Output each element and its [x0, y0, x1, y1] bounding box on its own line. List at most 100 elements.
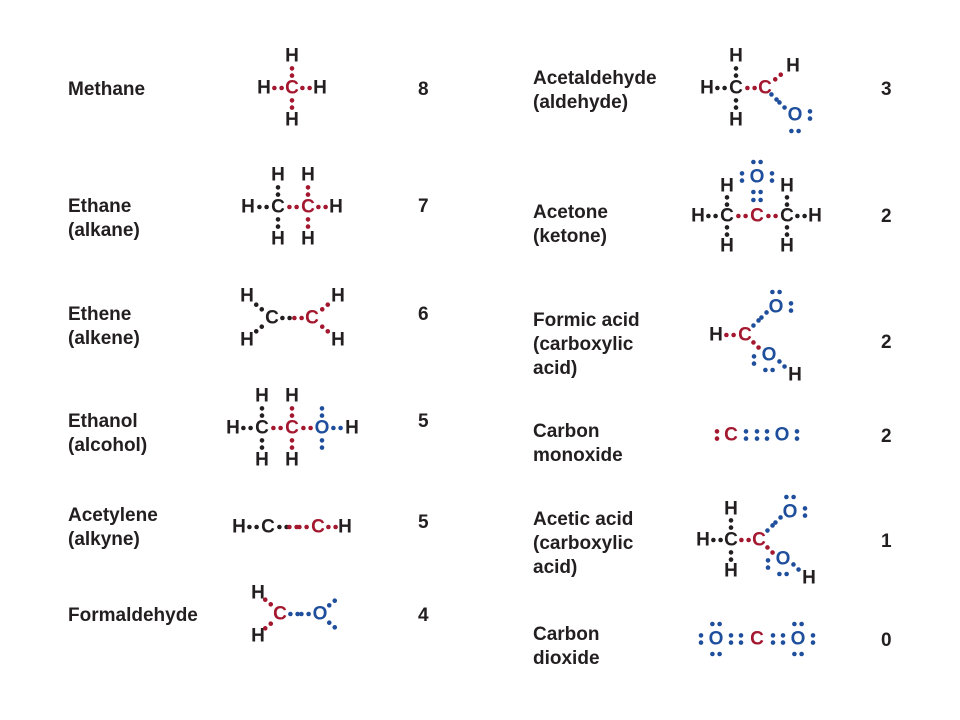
- electron-dot: [743, 429, 749, 434]
- electron-pair: [745, 85, 757, 91]
- electron-pair: [751, 318, 761, 328]
- hydrogen-atom: H: [271, 229, 285, 250]
- compound-name-line2: (alkyne): [68, 529, 140, 550]
- electron-pair: [319, 406, 325, 418]
- electron-dot: [777, 100, 782, 105]
- electron-pair: [788, 301, 794, 313]
- oxygen-atom: O: [750, 167, 765, 188]
- electron-dot: [713, 213, 718, 219]
- electron-pair: [728, 550, 734, 562]
- compound-value: 4: [418, 605, 429, 626]
- electron-pair: [326, 524, 338, 530]
- electron-dot: [733, 98, 739, 103]
- hydrogen-atom: H: [241, 197, 255, 218]
- electron-pair: [738, 633, 744, 645]
- electron-dot: [289, 73, 295, 78]
- electron-dot: [765, 565, 771, 570]
- electron-pair: [728, 633, 734, 645]
- electron-pair: [280, 315, 292, 321]
- electron-dot: [278, 425, 283, 431]
- electron-dot: [275, 192, 281, 197]
- compound-name-line3: acid): [533, 358, 577, 379]
- electron-dot: [724, 232, 730, 237]
- electron-dot: [289, 445, 295, 450]
- electron-pair: [794, 429, 800, 441]
- electron-dot: [780, 633, 786, 638]
- compound-name: Acetaldehyde: [533, 68, 657, 89]
- electron-dot: [810, 640, 816, 645]
- electron-dot: [784, 232, 790, 237]
- carbon-atom: C: [271, 197, 285, 218]
- electron-pair: [289, 438, 295, 450]
- electron-dot: [763, 367, 768, 373]
- electron-dot: [714, 436, 720, 441]
- compound-value: 5: [418, 411, 429, 432]
- hydrogen-atom: H: [271, 165, 285, 186]
- electron-pair: [802, 506, 808, 518]
- electron-dot: [799, 621, 804, 627]
- hydrogen-atom: H: [257, 78, 271, 99]
- electron-dot: [770, 523, 775, 528]
- electron-pair: [259, 406, 265, 418]
- carbon-atom: C: [285, 78, 299, 99]
- electron-dot: [332, 598, 338, 603]
- electron-dot: [319, 307, 325, 312]
- hydrogen-atom: H: [691, 206, 705, 227]
- compound-name: Formaldehyde: [68, 605, 198, 626]
- electron-dot: [325, 302, 331, 307]
- electron-dot: [275, 185, 281, 190]
- electron-dot: [736, 213, 741, 219]
- electron-pair: [275, 217, 281, 229]
- electron-dot: [778, 515, 783, 520]
- hydrogen-atom: H: [301, 229, 315, 250]
- row-acetaldehyde: Acetaldehyde (aldehyde) 3 H H C C H O H: [533, 46, 892, 134]
- electron-pair: [305, 217, 311, 229]
- electron-dot: [253, 329, 259, 334]
- electron-dot: [292, 315, 297, 321]
- acetaldehyde-structure: H H C C H O H: [700, 46, 813, 134]
- electron-dot: [332, 625, 338, 630]
- electron-dot: [294, 204, 299, 210]
- hydrogen-atom: H: [313, 78, 327, 99]
- electron-dot: [759, 315, 764, 320]
- electron-dot: [782, 105, 787, 110]
- electron-pair: [326, 620, 338, 630]
- electron-dot: [784, 571, 789, 577]
- electron-dot: [746, 537, 751, 543]
- electron-pair: [751, 197, 763, 203]
- electron-dot: [259, 438, 265, 443]
- electron-pair: [262, 597, 274, 607]
- electron-pair: [810, 633, 816, 645]
- electron-dot: [799, 651, 804, 657]
- electron-dot: [751, 361, 757, 366]
- electron-dot: [305, 192, 311, 197]
- compound-value: 0: [881, 630, 892, 651]
- carbon-atom: C: [285, 418, 299, 439]
- electron-pair: [297, 524, 309, 530]
- row-ethanol: Ethanol (alcohol) 5 H H H C C O H H H: [68, 386, 429, 471]
- electron-pair: [262, 621, 274, 631]
- electron-dot: [259, 445, 265, 450]
- compound-value: 2: [881, 206, 892, 227]
- electron-dot: [738, 640, 744, 645]
- electron-dot: [807, 109, 813, 114]
- compound-value: 6: [418, 304, 429, 325]
- electron-dot: [751, 159, 756, 165]
- electron-pair: [765, 523, 775, 533]
- hydrogen-atom: H: [329, 197, 343, 218]
- electron-dot: [717, 621, 722, 627]
- electron-pair: [791, 562, 801, 572]
- electron-dot: [770, 633, 776, 638]
- electron-dot: [297, 524, 302, 530]
- oxygen-atom: O: [783, 502, 798, 523]
- electron-dot: [733, 73, 739, 78]
- electron-dot: [326, 603, 332, 608]
- electron-dot: [319, 445, 325, 450]
- carbon-atom: C: [724, 425, 738, 446]
- electron-dot: [728, 518, 734, 523]
- electron-pair: [770, 633, 776, 645]
- electron-dot: [254, 524, 259, 530]
- electron-dot: [751, 197, 756, 203]
- carbon-atom: C: [301, 197, 315, 218]
- electron-dot: [765, 558, 771, 563]
